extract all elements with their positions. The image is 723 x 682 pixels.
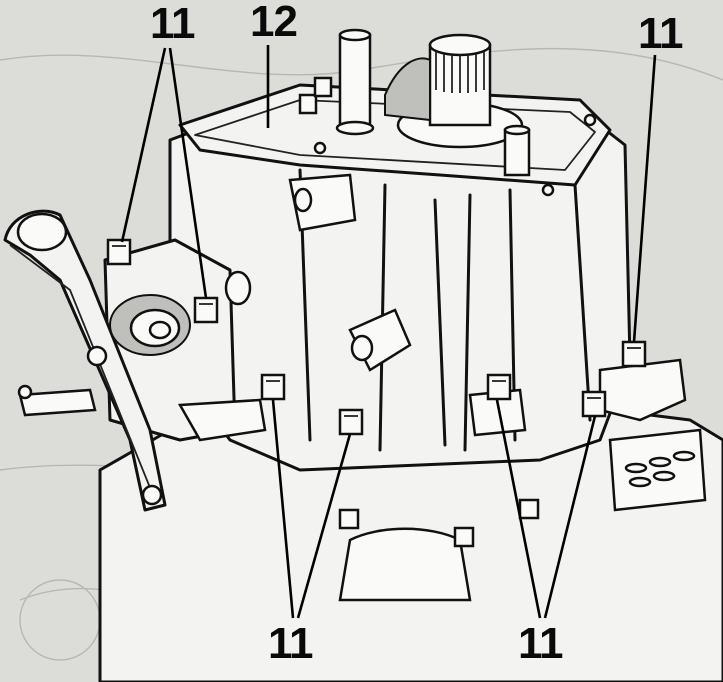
bolt <box>193 296 219 324</box>
sensor-bracket <box>177 398 267 442</box>
top-plate-bolts <box>298 76 597 197</box>
bolt <box>518 498 540 520</box>
lower-opening <box>338 527 472 602</box>
callout-12: 12 <box>250 0 298 46</box>
bolt <box>260 373 286 401</box>
callout-11-bottom-left: 11 <box>268 619 314 668</box>
bolt <box>486 373 512 401</box>
callout-11-bottom-right: 11 <box>518 619 564 668</box>
bolt <box>453 526 475 548</box>
callout-11-top-left: 11 <box>150 0 196 48</box>
gear-cluster <box>384 57 431 122</box>
flange-slots <box>624 450 696 488</box>
bolt <box>621 340 647 368</box>
bolt <box>106 238 132 266</box>
lever-pivot <box>16 212 68 252</box>
right-bracket <box>598 358 687 422</box>
linkage-rod <box>18 388 97 417</box>
bolt <box>581 390 607 418</box>
leader-lines <box>120 45 657 619</box>
selector-shaft <box>338 33 372 132</box>
right-flange <box>608 428 707 512</box>
bolt <box>338 508 360 530</box>
dowel-pin <box>503 128 531 177</box>
bolt <box>338 408 364 436</box>
callout-11-top-right: 11 <box>638 9 684 58</box>
gear-teeth <box>435 52 485 93</box>
